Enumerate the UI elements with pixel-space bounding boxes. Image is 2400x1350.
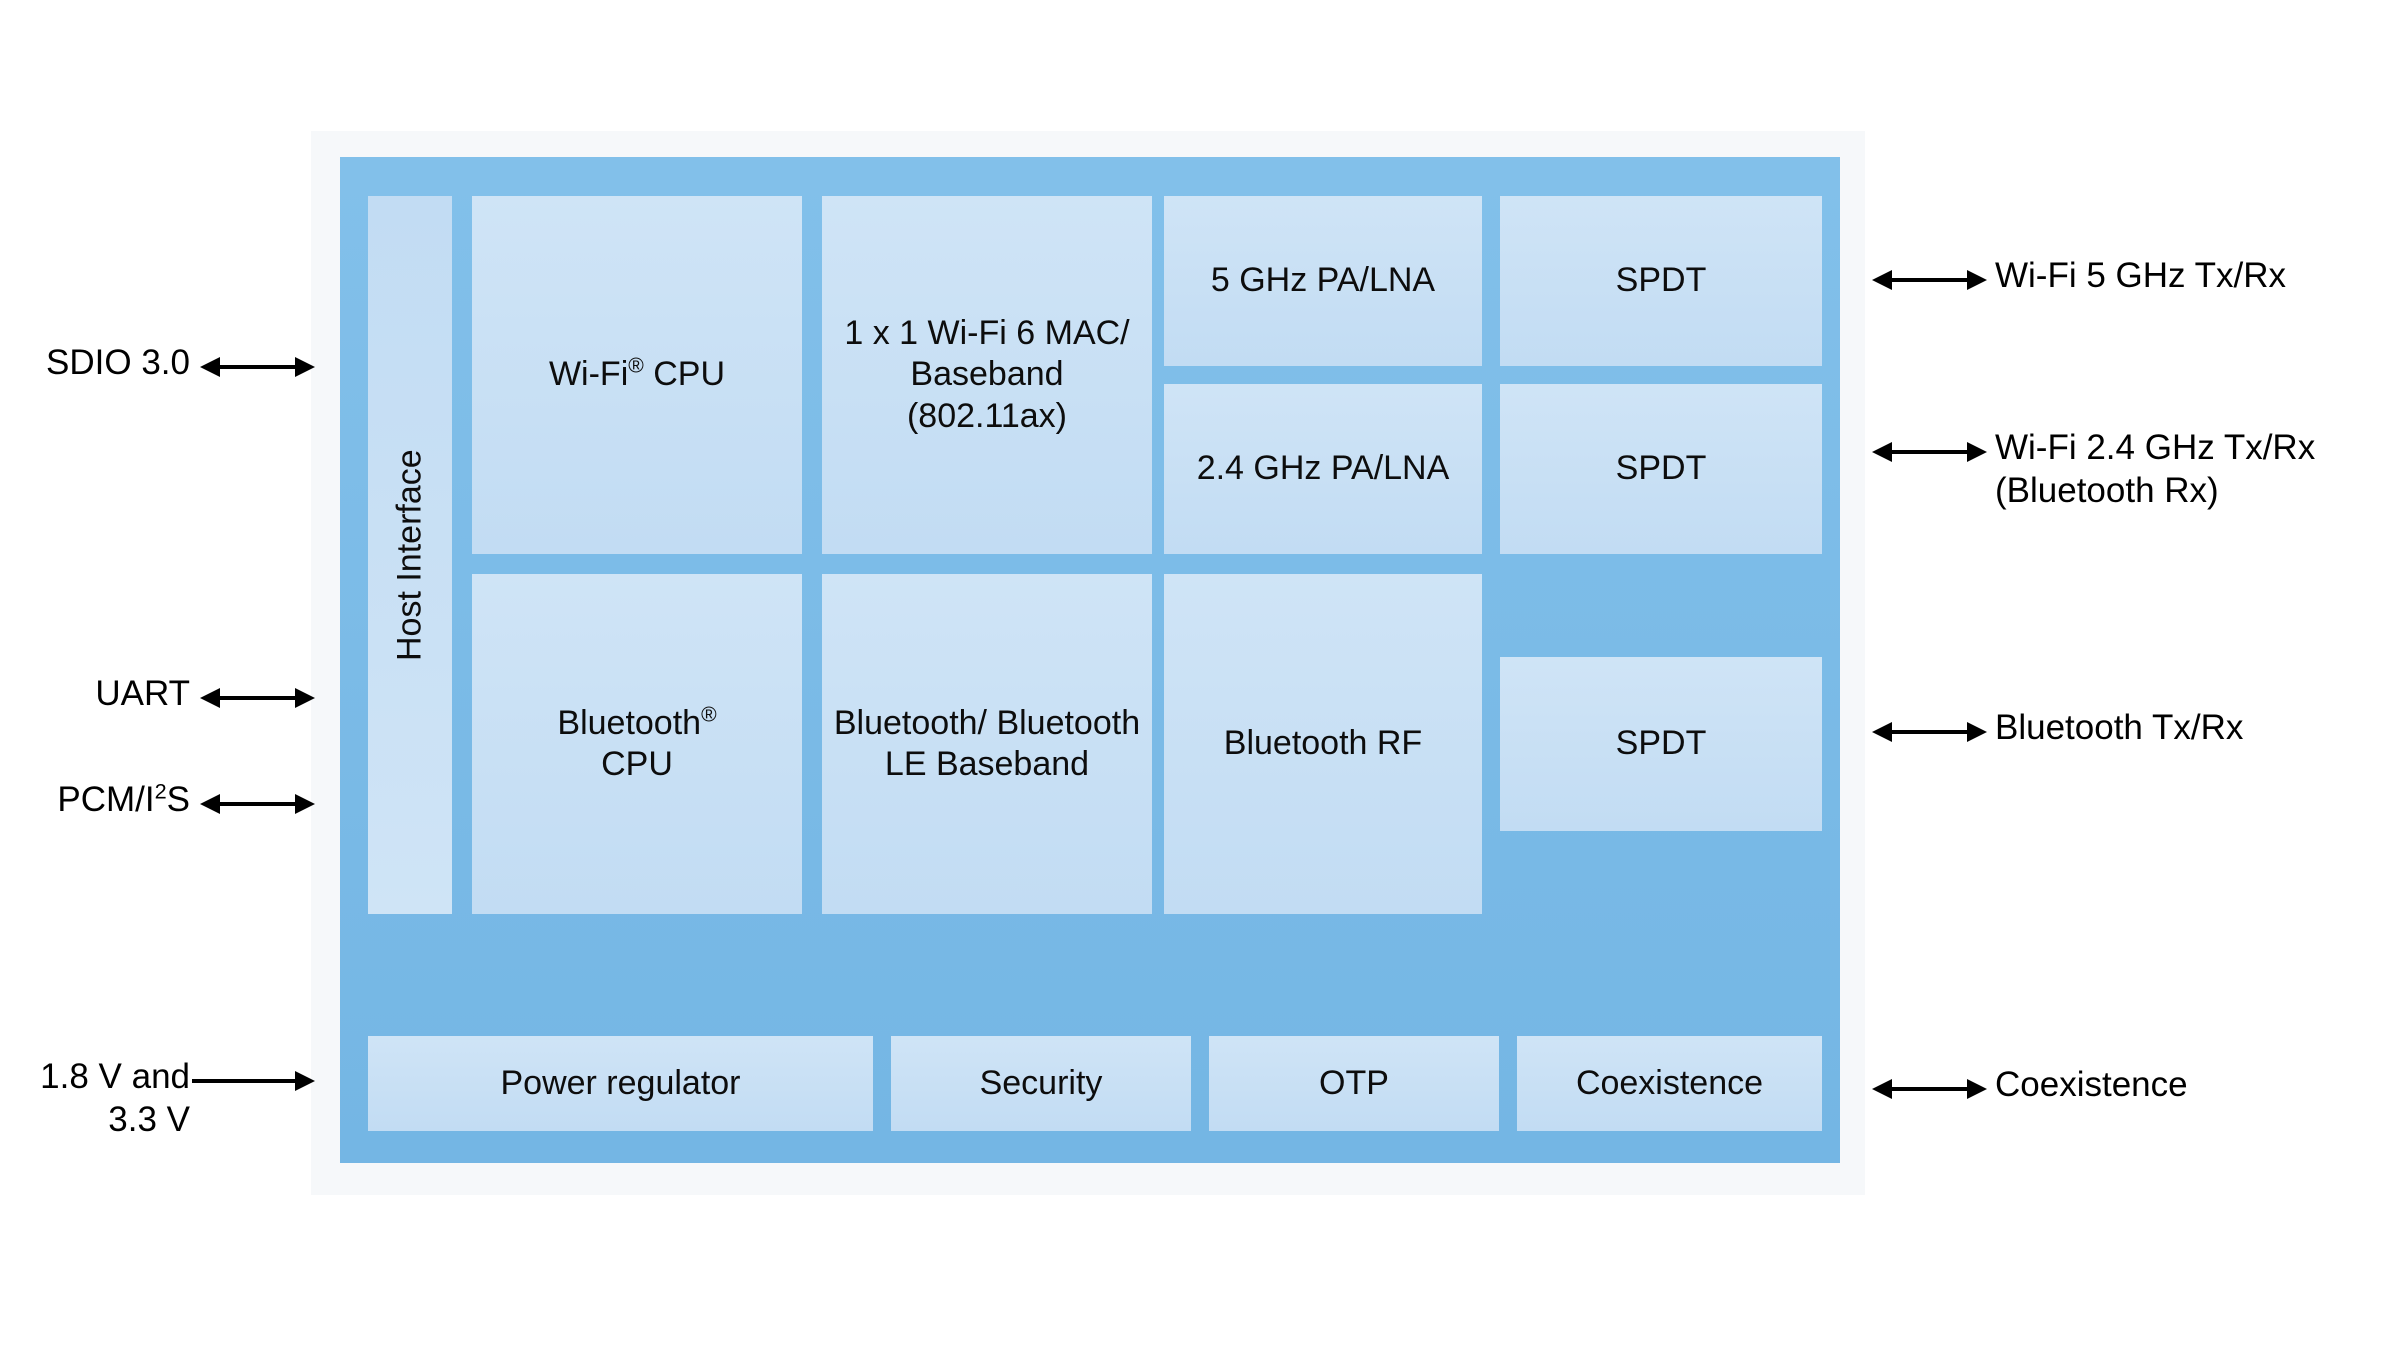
label-coexistence: Coexistence [1995,1065,2188,1104]
block-spdt-24ghz: SPDT [1500,384,1822,554]
block-bluetooth-baseband: Bluetooth/ Bluetooth LE Baseband [822,574,1152,914]
block-bluetooth-cpu: Bluetooth®CPU [472,574,802,914]
arrow-uart-icon [200,683,315,717]
label-wifi-5ghz: Wi-Fi 5 GHz Tx/Rx [1995,256,2287,295]
arrow-supply-icon [192,1066,315,1100]
block-spdt-5ghz: SPDT [1500,196,1822,366]
block-spdt-bluetooth: SPDT [1500,657,1822,831]
block-bluetooth-rf: Bluetooth RF [1164,574,1482,914]
label-uart: UART [95,674,190,713]
block-security: Security [891,1036,1191,1131]
block-bluetooth-cpu-label: Bluetooth®CPU [557,703,717,783]
arrow-wifi-24ghz-icon [1872,437,1987,471]
block-otp: OTP [1209,1036,1499,1131]
block-wifi-mac-baseband: 1 x 1 Wi-Fi 6 MAC/ Baseband (802.11ax) [822,196,1152,554]
block-pa-lna-5ghz: 5 GHz PA/LNA [1164,196,1482,366]
label-pcm-i2s: PCM/I2S [57,778,190,819]
label-supply: 1.8 V and 3.3 V [40,1057,190,1139]
label-sdio: SDIO 3.0 [46,343,190,382]
block-power-regulator: Power regulator [368,1036,873,1131]
arrow-coexistence-icon [1872,1074,1987,1108]
arrow-pcm-i2s-icon [200,789,315,823]
block-wifi-cpu: Wi-Fi® CPU [472,196,802,554]
block-wifi-cpu-label: Wi-Fi® CPU [548,354,726,394]
arrow-wifi-5ghz-icon [1872,265,1987,299]
block-pa-lna-24ghz: 2.4 GHz PA/LNA [1164,384,1482,554]
block-host-interface: Host Interface [368,196,452,914]
block-coexistence: Coexistence [1517,1036,1822,1131]
arrow-bluetooth-icon [1872,717,1987,751]
label-wifi-24ghz: Wi-Fi 2.4 GHz Tx/Rx (Bluetooth Rx) [1995,428,2316,510]
label-bluetooth: Bluetooth Tx/Rx [1995,708,2244,747]
arrow-sdio-icon [200,352,315,386]
